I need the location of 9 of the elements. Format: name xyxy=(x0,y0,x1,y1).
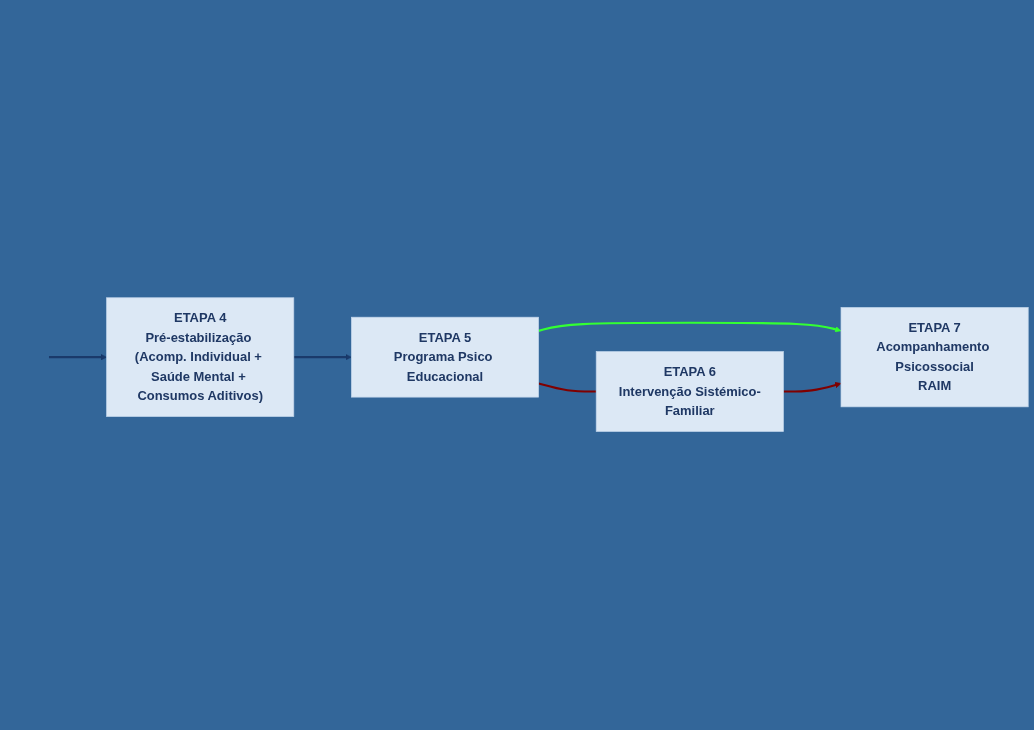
node-box: ETAPA 5 Programa Psico Educacional xyxy=(351,317,539,398)
arrow xyxy=(538,322,842,333)
arrow xyxy=(783,382,842,393)
connector xyxy=(538,382,597,393)
node-box: ETAPA 7 Acompanhamento Psicossocial RAIM xyxy=(840,307,1029,408)
node-box: ETAPA 4 Pré-estabilização (Acomp. Individual + Saúde Mental + Consumos Aditivos) xyxy=(106,297,295,418)
arrow xyxy=(293,354,352,361)
arrow xyxy=(49,354,107,361)
node-box: ETAPA 6 Intervenção Sistémico-Familiar xyxy=(595,351,784,433)
